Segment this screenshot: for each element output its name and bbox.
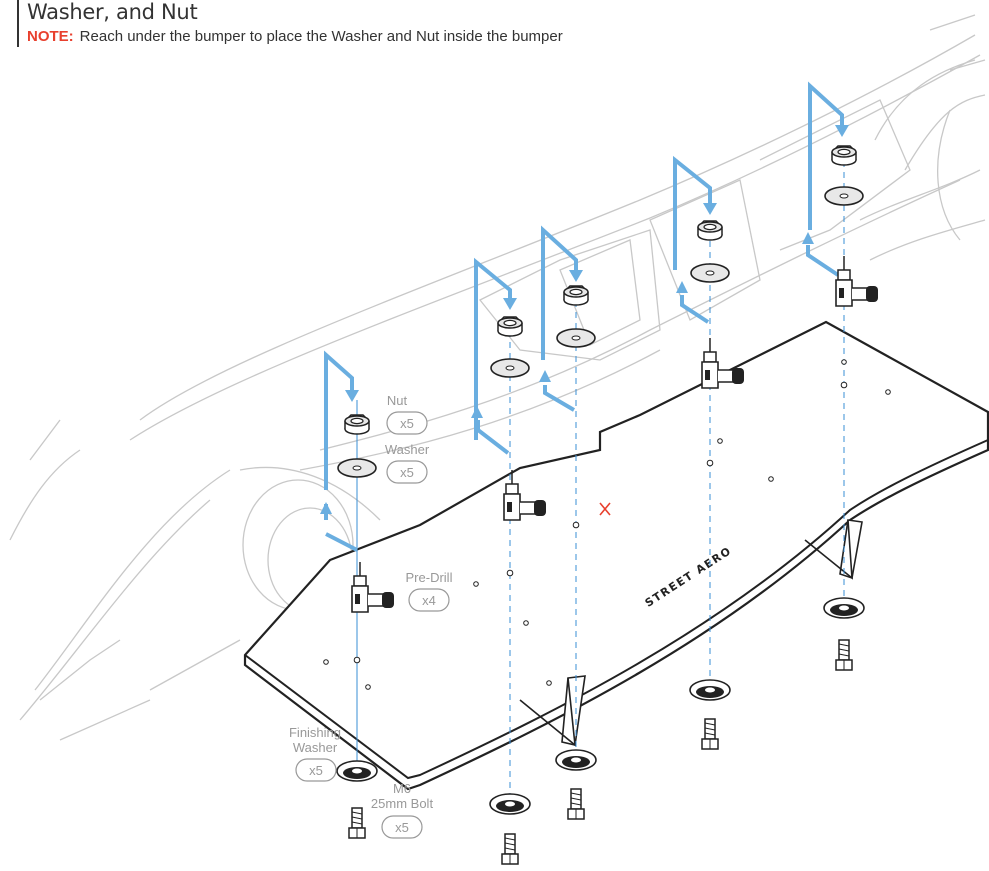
step-title: Washer, and Nut [27, 0, 198, 24]
marker-x-icon [599, 502, 611, 516]
arrowheads [320, 125, 849, 514]
nut-icon [831, 145, 857, 166]
assembly-arrows [324, 81, 844, 552]
bolt-icon [501, 833, 519, 865]
nut-icon [344, 414, 370, 435]
step-note: NOTE: Reach under the bumper to place the… [27, 28, 563, 45]
washer-icon [490, 358, 530, 378]
note-label: NOTE: [27, 28, 74, 45]
finishing-washer-icon [689, 679, 731, 701]
callout-predrill: Pre-Drill x4 [406, 570, 453, 612]
washer-icon [824, 186, 864, 206]
callout-predrill-label: Pre-Drill [406, 570, 453, 585]
callout-bolt-label-2: 25mm Bolt [371, 796, 434, 811]
callout-nut-qty: x5 [400, 416, 414, 431]
bolt-icon [835, 639, 853, 671]
callout-bolt-qty: x5 [395, 820, 409, 835]
callout-finishing-washer-label-1: Finishing [289, 725, 341, 740]
hole-markers [353, 359, 848, 664]
drill-icon [835, 255, 879, 307]
finishing-washer-icon [489, 793, 531, 815]
note-text: Reach under the bumper to place the Wash… [79, 28, 563, 45]
callout-bolt: M6 25mm Bolt x5 [371, 781, 434, 839]
callout-predrill-qty: x4 [422, 593, 436, 608]
bolt-icon [348, 807, 366, 839]
drill-icon [701, 337, 745, 389]
washer-icon [556, 328, 596, 348]
finishing-washer-icon [336, 760, 378, 782]
callout-nut-label: Nut [387, 393, 408, 408]
finishing-washer-icon [555, 749, 597, 771]
washer-icon [337, 458, 377, 478]
bolt-icon [567, 788, 585, 820]
callout-finishing-washer-label-2: Washer [293, 740, 338, 755]
callout-nut: Nut x5 [386, 393, 428, 435]
finishing-washer-icon [823, 597, 865, 619]
nut-icon [563, 285, 589, 306]
washer-icon [690, 263, 730, 283]
callout-washer-qty: x5 [400, 465, 414, 480]
nut-icon [497, 316, 523, 337]
callout-finishing-washer-qty: x5 [309, 763, 323, 778]
callout-washer-label: Washer [385, 442, 430, 457]
callout-bolt-label-1: M6 [393, 781, 411, 796]
nut-icon [697, 220, 723, 241]
lip-spoiler-plate: STREET AERO [243, 320, 989, 791]
callout-washer: Washer x5 [385, 442, 430, 484]
bolt-icon [701, 718, 719, 750]
callout-finishing-washer: Finishing Washer x5 [289, 725, 341, 782]
section-rule [17, 0, 19, 47]
